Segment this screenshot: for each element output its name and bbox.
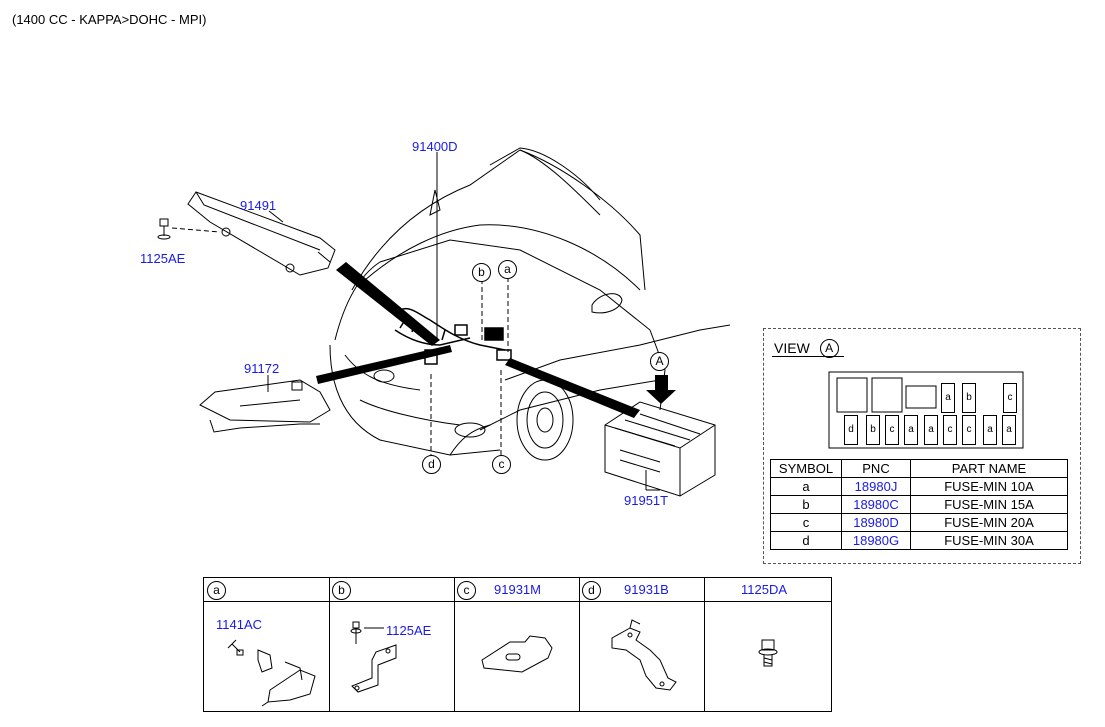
detail-symbol-d: d (582, 581, 601, 600)
view-underline (772, 356, 844, 357)
callout-91400D: 91400D (412, 139, 458, 154)
detail-part-1141AC[interactable]: 1141AC (216, 617, 263, 632)
detail-cell-a: a 1141AC (204, 578, 330, 711)
fuse-slot-bottom-4: a (924, 415, 938, 445)
fuse-slot-bottom-5: c (943, 415, 957, 445)
marker-a: a (498, 260, 517, 279)
row-part-name: FUSE-MIN 30A (910, 531, 1068, 550)
fuse-slot-bottom-3: a (904, 415, 918, 445)
callout-91951T: 91951T (624, 493, 669, 508)
row-pnc[interactable]: 18980G (841, 531, 911, 550)
table-row: a 18980J FUSE-MIN 10A (770, 477, 1068, 496)
detail-symbol-c: c (457, 581, 476, 600)
detail-c-drawing (481, 635, 553, 673)
fog-lamp (454, 422, 486, 438)
callout-1125AE: 1125AE (140, 251, 186, 266)
detail-cell-c: c 91931M (454, 578, 580, 711)
view-label: VIEW A (774, 339, 839, 359)
view-arrow (646, 375, 676, 404)
callout-91491: 91491 (240, 198, 277, 213)
col-pnc: PNC (841, 459, 911, 478)
engine-spec-title: (1400 CC - KAPPA>DOHC - MPI) (12, 12, 207, 27)
detail-table: a 1141AC b 1125AE c 91931M d 91931B 1125… (203, 577, 832, 712)
junction-box-drawing (604, 401, 716, 497)
leader-wedge-91491 (336, 262, 440, 346)
marker-c: c (492, 455, 511, 474)
side-mirror (591, 293, 623, 314)
callout-91172: 91172 (244, 361, 280, 376)
detail-pnc-91931M[interactable]: 91931M (494, 582, 541, 597)
marker-view-a: A (650, 352, 669, 371)
detail-b-drawing (350, 621, 397, 693)
fuse-slot-top-2: c (1003, 383, 1017, 413)
bolt-drawing (157, 218, 171, 240)
fuse-slot-bottom-7: a (983, 415, 997, 445)
brand-logo (373, 369, 395, 383)
fuse-slot-bottom-8: a (1002, 415, 1016, 445)
fuse-box-layout (828, 371, 1024, 449)
leader-wedge-91172 (316, 345, 452, 384)
fuse-slot-bottom-2: c (885, 415, 899, 445)
fuse-slot-bottom-1: b (866, 415, 880, 445)
leader-wedge-junction (505, 358, 640, 418)
detail-symbol-a: a (207, 581, 226, 600)
fuse-slot-bottom-6: c (962, 415, 976, 445)
table-row: d 18980G FUSE-MIN 30A (770, 531, 1068, 550)
row-part-name: FUSE-MIN 20A (910, 513, 1068, 532)
marker-d: d (422, 455, 441, 474)
row-pnc[interactable]: 18980C (841, 495, 911, 514)
fuse-table: SYMBOL PNC PART NAME a 18980J FUSE-MIN 1… (770, 459, 1068, 550)
fuse-slot-bottom-0: d (844, 415, 858, 445)
row-symbol: a (770, 477, 842, 496)
col-symbol: SYMBOL (770, 459, 842, 478)
row-symbol: b (770, 495, 842, 514)
row-symbol: c (770, 513, 842, 532)
detail-a-drawing (227, 639, 316, 707)
col-part-name: PART NAME (910, 459, 1068, 478)
view-marker: A (819, 339, 839, 358)
detail-cell-1125DA: 1125DA (704, 578, 831, 711)
view-a-panel (763, 328, 1081, 564)
marker-b: b (472, 263, 491, 282)
table-row: c 18980D FUSE-MIN 20A (770, 513, 1068, 532)
detail-part-1125AE[interactable]: 1125AE (386, 623, 432, 638)
fuse-slot-top-1: b (962, 383, 976, 413)
detail-1125DA-drawing (758, 639, 778, 667)
detail-cell-b: b 1125AE (329, 578, 455, 711)
row-part-name: FUSE-MIN 10A (910, 477, 1068, 496)
view-label-text: VIEW (774, 340, 810, 356)
fuse-slot-top-0: a (941, 383, 955, 413)
battery-harness-drawing (199, 379, 331, 433)
row-pnc[interactable]: 18980D (841, 513, 911, 532)
detail-header-row (204, 578, 831, 602)
engine-harness-drawing (394, 308, 512, 365)
row-symbol: d (770, 531, 842, 550)
row-part-name: FUSE-MIN 15A (910, 495, 1068, 514)
detail-symbol-b: b (332, 581, 351, 600)
detail-cell-d: d 91931B (579, 578, 705, 711)
detail-pnc-1125DA[interactable]: 1125DA (741, 582, 788, 597)
row-pnc[interactable]: 18980J (841, 477, 911, 496)
table-row: b 18980C FUSE-MIN 15A (770, 495, 1068, 514)
detail-pnc-91931B[interactable]: 91931B (624, 582, 669, 597)
detail-d-drawing (611, 619, 677, 691)
injector-harness-drawing (187, 191, 336, 276)
